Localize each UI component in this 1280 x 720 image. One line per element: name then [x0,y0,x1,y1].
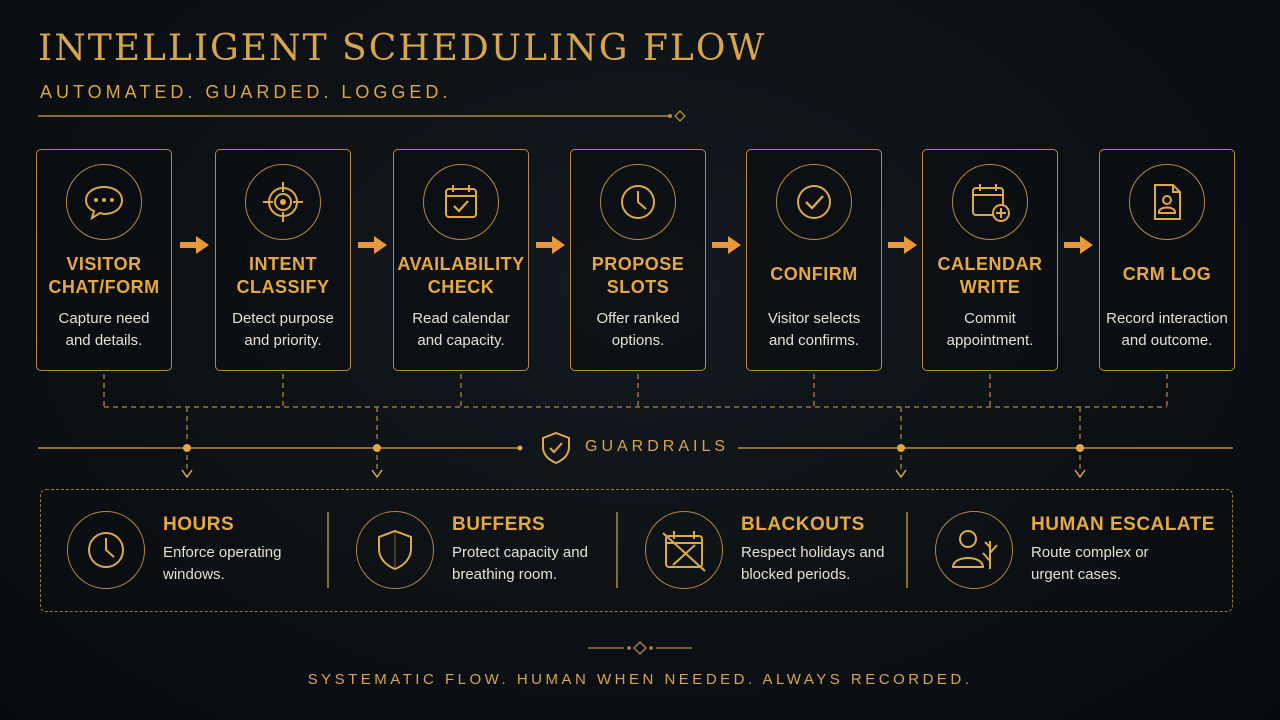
divider [616,512,618,588]
guardrail-title: HUMAN ESCALATE [1031,514,1215,535]
check-circle-icon [776,164,852,240]
clock-icon [600,164,676,240]
guardrail-title: BLACKOUTS [741,514,865,535]
step-title: CRM LOG [1122,264,1212,284]
step-title: CONFIRM [770,264,858,284]
shield-check-icon [542,431,570,465]
flow-arrow-icon [358,236,387,254]
flow-arrow-icon [536,236,565,254]
divider [906,512,908,588]
page-subtitle: AUTOMATED. GUARDED. LOGGED. [40,82,452,102]
title-divider [38,110,686,122]
contact-document-icon [1129,164,1205,240]
calendar-plus-icon [952,164,1028,240]
chat-bubble-icon [66,164,142,240]
flow-arrow-icon [712,236,741,254]
shield-icon [356,511,434,589]
flow-arrow-icon [888,236,917,254]
person-escalate-icon [935,511,1013,589]
footer-ornament [588,641,692,655]
guardrails-panel [40,489,1233,612]
calendar-check-icon [423,164,499,240]
clock-icon [67,511,145,589]
guardrail-title: HOURS [163,514,235,535]
calendar-blocked-icon [645,511,723,589]
flow-arrow-icon [180,236,209,254]
guardrails-label: GUARDRAILS [585,438,730,455]
guardrail-title: BUFFERS [452,514,546,535]
divider [327,512,329,588]
page-title: INTELLIGENT SCHEDULING FLOW [38,28,767,69]
flow-arrow-icon [1064,236,1093,254]
footer-tagline: SYSTEMATIC FLOW. HUMAN WHEN NEEDED. ALWA… [307,671,973,688]
target-icon [245,164,321,240]
